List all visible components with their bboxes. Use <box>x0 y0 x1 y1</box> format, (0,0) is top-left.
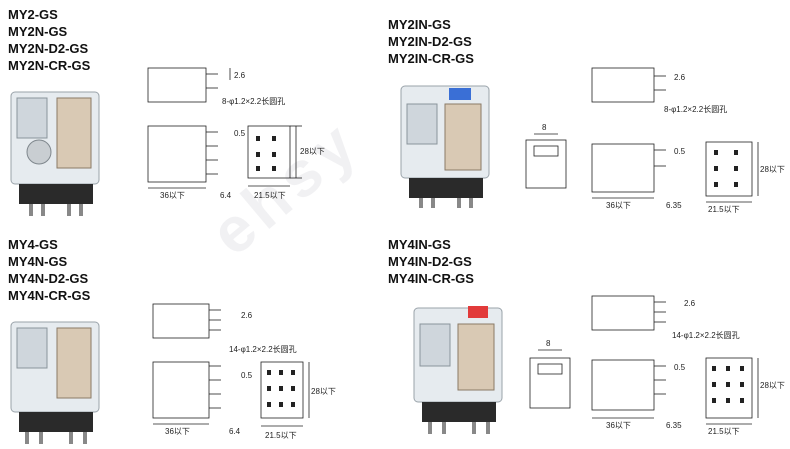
dim-height: 2.6 <box>241 311 253 320</box>
model-name: MY4IN-D2-GS <box>388 254 472 269</box>
dim-base: 21.5以下 <box>254 191 286 200</box>
model-name: MY4N-D2-GS <box>8 271 89 286</box>
model-list-my4in: MY4IN-GS MY4IN-D2-GS MY4IN-CR-GS <box>388 236 474 287</box>
model-name: MY4N-CR-GS <box>8 288 91 303</box>
model-name: MY2IN-GS <box>388 17 451 32</box>
relay-photo-my2in <box>400 85 490 208</box>
dim-end: 8 <box>542 123 547 132</box>
dim-pitch: 0.5 <box>241 371 253 380</box>
dim-width: 36以下 <box>606 201 631 210</box>
model-name: MY4IN-GS <box>388 237 451 252</box>
dim-terminal: 6.4 <box>220 191 232 200</box>
drawing-my2: 2.6 8-φ1.2×2.2长圆孔 0.5 36以下 6.4 21.5以下 28… <box>147 67 325 200</box>
dim-pitch: 0.5 <box>674 147 686 156</box>
dim-end: 8 <box>546 339 551 348</box>
dim-pitch: 0.5 <box>234 129 246 138</box>
model-name: MY2N-D2-GS <box>8 41 89 56</box>
model-name: MY4N-GS <box>8 254 68 269</box>
dim-side: 28以下 <box>760 381 785 390</box>
dim-height: 2.6 <box>234 71 246 80</box>
relay-photo-my2 <box>10 91 100 216</box>
drawing-my4in: 2.6 14-φ1.2×2.2长圆孔 8 0.5 36以下 6.35 21.5以… <box>529 295 785 436</box>
dim-pitch: 0.5 <box>674 363 686 372</box>
dim-side: 28以下 <box>311 387 336 396</box>
dim-pin-holes: 8-φ1.2×2.2长圆孔 <box>222 96 285 106</box>
dim-base: 21.5以下 <box>708 205 740 214</box>
drawing-my4: 2.6 14-φ1.2×2.2长圆孔 0.5 36以下 6.4 21.5以下 2… <box>152 303 336 440</box>
relay-photo-my4 <box>10 321 100 444</box>
dim-height: 2.6 <box>674 73 686 82</box>
dim-pin-holes: 8-φ1.2×2.2长圆孔 <box>664 104 727 114</box>
dim-width: 36以下 <box>160 191 185 200</box>
relay-photo-my4in <box>413 306 503 434</box>
model-list-my4: MY4-GS MY4N-GS MY4N-D2-GS MY4N-CR-GS <box>8 236 90 304</box>
dim-side: 28以下 <box>300 147 325 156</box>
dim-pin-holes: 14-φ1.2×2.2长圆孔 <box>229 344 297 354</box>
dim-base: 21.5以下 <box>265 431 297 440</box>
drawing-my2in: 2.6 8-φ1.2×2.2长圆孔 8 0.5 36以下 6.35 21.5以下… <box>525 67 785 214</box>
dim-terminal: 6.35 <box>666 201 682 210</box>
model-list-my2in: MY2IN-GS MY2IN-D2-GS MY2IN-CR-GS <box>388 16 474 67</box>
dim-width: 36以下 <box>165 427 190 436</box>
model-name: MY2IN-CR-GS <box>388 51 474 66</box>
model-list-my2: MY2-GS MY2N-GS MY2N-D2-GS MY2N-CR-GS <box>8 6 90 74</box>
dim-base: 21.5以下 <box>708 427 740 436</box>
dim-pin-holes: 14-φ1.2×2.2长圆孔 <box>672 330 740 340</box>
model-name: MY2N-CR-GS <box>8 58 91 73</box>
model-name: MY4IN-CR-GS <box>388 271 474 286</box>
dim-width: 36以下 <box>606 421 631 430</box>
dim-terminal: 6.4 <box>229 427 241 436</box>
dim-terminal: 6.35 <box>666 421 682 430</box>
dim-height: 2.6 <box>684 299 696 308</box>
model-name: MY4-GS <box>8 237 58 252</box>
dim-side: 28以下 <box>760 165 785 174</box>
model-name: MY2N-GS <box>8 24 68 39</box>
model-name: MY2-GS <box>8 7 58 22</box>
model-name: MY2IN-D2-GS <box>388 34 472 49</box>
